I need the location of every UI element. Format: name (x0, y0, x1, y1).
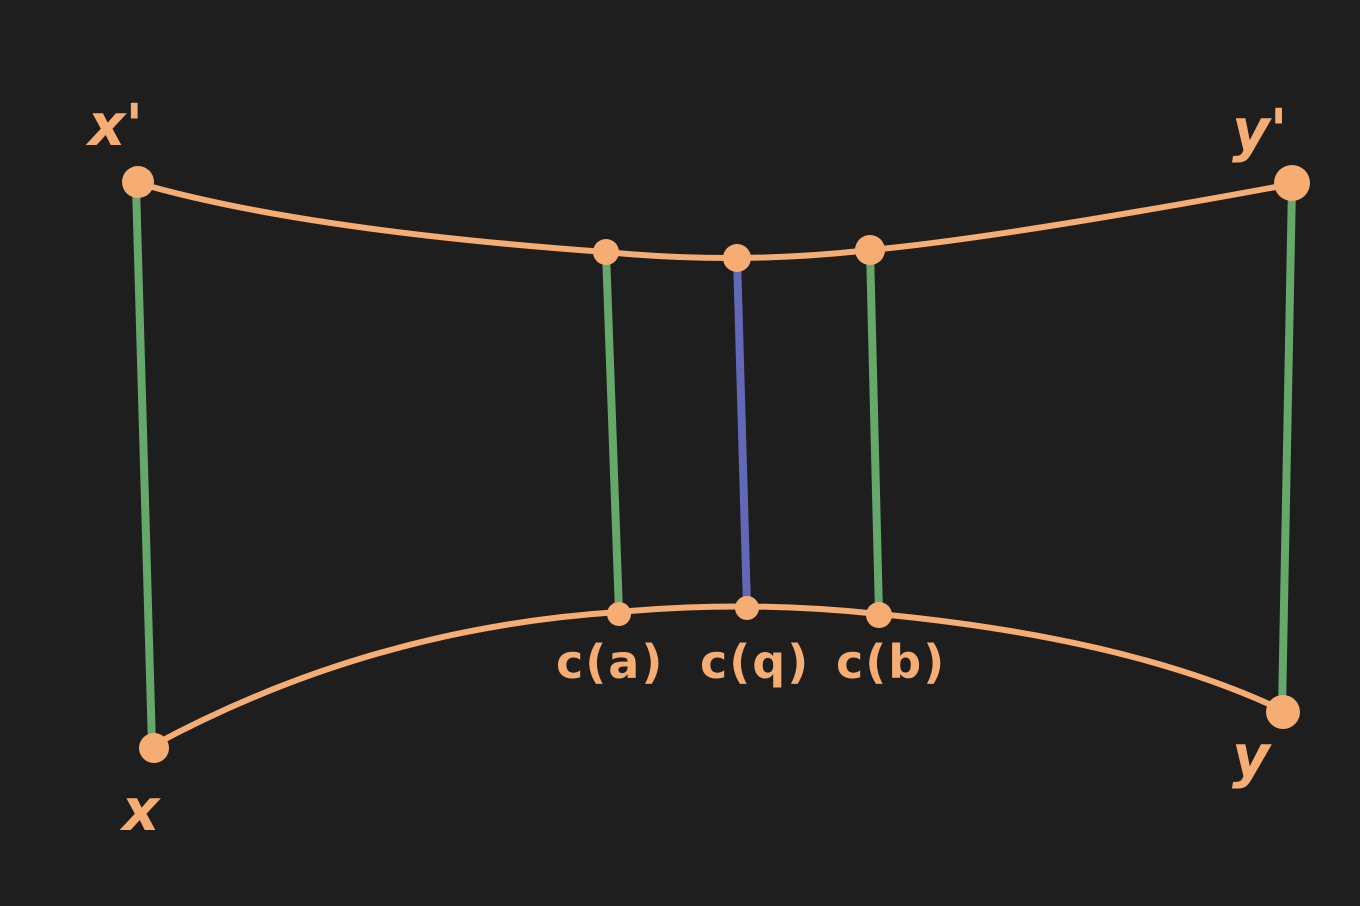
label-x: x (119, 776, 161, 844)
point-upper-b (855, 235, 885, 265)
point-upper-q (723, 244, 751, 272)
point-x (139, 733, 169, 763)
point-c-a (607, 602, 631, 626)
label-c-q: c(q) (700, 635, 810, 689)
segment-c-b (866, 246, 883, 618)
lower-curve (149, 603, 1285, 749)
label-y: y (1232, 722, 1272, 790)
point-x-prime (122, 166, 154, 198)
segment-c-q (733, 253, 751, 611)
point-c-q (735, 596, 759, 620)
label-y-prime: y' (1232, 96, 1288, 164)
label-x-prime: x' (85, 91, 143, 159)
point-y-prime (1274, 165, 1310, 201)
point-upper-a (593, 239, 619, 265)
segment-c-a (602, 248, 623, 616)
point-y (1266, 695, 1300, 729)
segment-x-to-x-prime (132, 182, 156, 750)
segment-y-to-y-prime (1278, 182, 1296, 714)
label-c-a: c(a) (556, 635, 664, 689)
point-c-b (866, 602, 892, 628)
upper-curve (135, 180, 1295, 262)
label-c-b: c(b) (836, 635, 946, 689)
